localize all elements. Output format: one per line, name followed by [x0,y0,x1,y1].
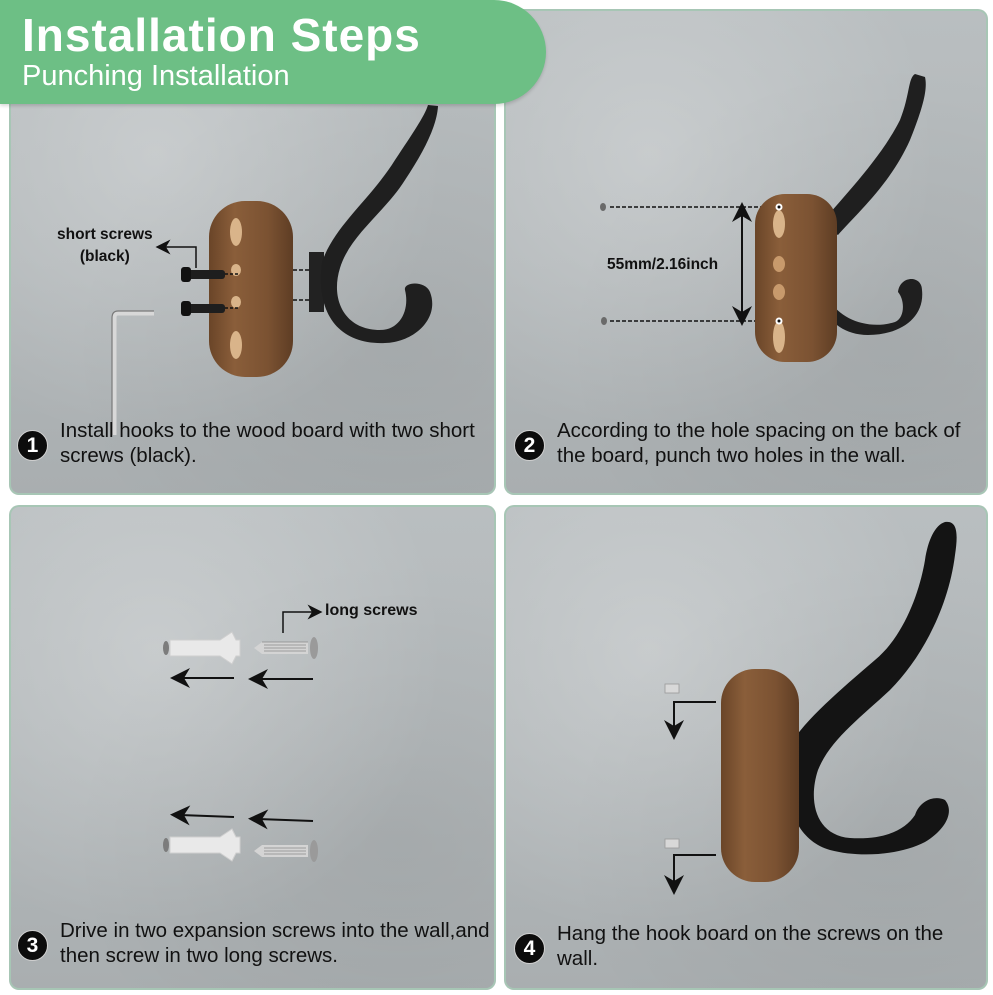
step-4-caption: 4 Hang the hook board on the screws on t… [514,921,989,971]
step-number-badge: 3 [17,930,48,961]
short-screws-label: short screws (black) [57,224,153,268]
step-2-panel [504,9,988,495]
short-screw [185,270,225,279]
step-text: Install hooks to the wood board with two… [60,419,475,467]
step-text: Hang the hook board on the screws on the… [557,922,944,970]
page-title: Installation Steps [22,9,421,61]
step-number-badge: 4 [514,933,545,964]
coat-hook [320,105,438,344]
wood-board [721,669,799,882]
hook-base [309,252,324,312]
wood-board [755,194,837,362]
step-1-illustration [111,105,438,435]
short-screws-label-line2: (black) [79,248,130,265]
wall-anchor [169,828,241,862]
header-banner: Installation Steps Punching Installation [0,0,546,104]
wood-board [209,201,293,377]
step-3-illustration [163,604,323,862]
step-3-panel [9,505,496,990]
step-2-caption: 2 According to the hole spacing on the b… [514,418,989,468]
step-number-badge: 1 [17,430,48,461]
step-3-caption: 3 Drive in two expansion screws into the… [17,918,492,968]
coat-hook [786,521,957,855]
step-text: According to the hole spacing on the bac… [557,419,961,467]
step-1-caption: 1 Install hooks to the wood board with t… [17,418,492,468]
hole-spacing-label: 55mm/2.16inch [607,256,719,273]
step-text: Drive in two expansion screws into the w… [60,919,490,967]
step-number-badge: 2 [514,430,545,461]
short-screws-label-line1: short screws [57,226,153,243]
long-screws-label: long screws [325,602,418,619]
wall-anchor [169,631,241,665]
step-4-illustration [664,521,957,895]
short-screw [185,304,225,313]
step-2-illustration [600,74,926,362]
page-subtitle: Punching Installation [22,60,290,92]
